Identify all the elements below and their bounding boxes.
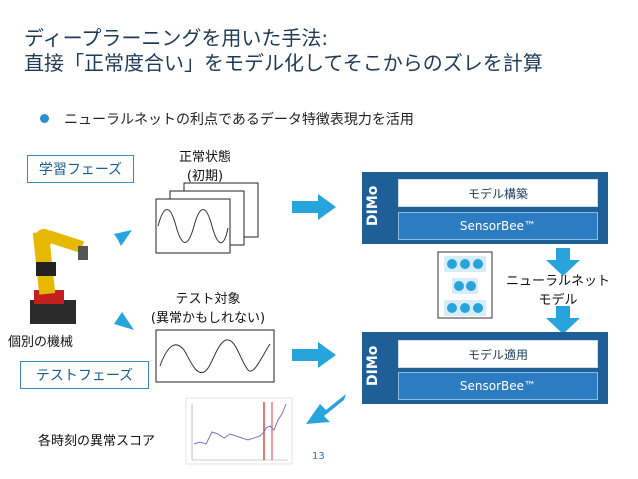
nn-label-line-2: モデル [538,293,578,308]
arrow-up-icon [82,230,132,258]
bullet-dot-icon [40,114,49,123]
arrow-to-score-icon [306,394,346,424]
test-target-line-1: テスト対象 [175,292,241,307]
arrow-to-dimo-bottom-icon [292,342,336,368]
title-line-1: ディープラーニングを用いた手法: [24,26,329,50]
arrow-down-icon [82,300,134,330]
normal-state-line-2: (初期) [186,169,224,184]
title-line-2: 直接「正常度合い」をモデル化してそこからのズレを計算 [24,51,543,75]
arrow-down-right-icon [546,248,580,276]
arrow-to-dimo-top-icon [292,194,336,220]
arrow-down-right-2-icon [546,306,580,334]
nn-model-label: ニューラルネット モデル [498,270,618,308]
test-target-label: テスト対象 (異常かもしれない) [128,288,288,326]
dimo-top-vertical-label: DIMo [365,185,381,226]
robot-arm-icon [30,229,88,324]
sensorbee-bottom-box: SensorBee™ [398,372,598,400]
normal-waveforms-stack [155,182,259,254]
model-build-box: モデル構築 [398,179,598,207]
normal-state-label: 正常状態 (初期) [160,146,250,184]
dimo-bottom-vertical-label: DIMo [365,345,381,386]
machine-label: 個別の機械 [8,335,74,350]
test-phase-box: テストフェーズ [20,361,149,389]
sensorbee-top-box: SensorBee™ [398,212,598,240]
slide-title: ディープラーニングを用いた手法: 直接「正常度合い」をモデル化してそこからのズレ… [24,26,543,76]
model-apply-box: モデル適用 [398,340,598,368]
page-number: 13 [312,451,325,462]
nn-label-line-1: ニューラルネット [505,274,610,289]
anomaly-score-label: 各時刻の異常スコア [38,434,156,449]
test-target-line-2: (異常かもしれない) [150,311,266,326]
bullet-text: ニューラルネットの利点であるデータ特徴表現力を活用 [64,112,414,128]
anomaly-score-chart [185,397,293,465]
normal-state-line-1: 正常状態 [178,150,231,165]
neural-network-icon [437,251,493,319]
test-waveform-chart [155,329,275,383]
learning-phase-box: 学習フェーズ [27,155,134,183]
